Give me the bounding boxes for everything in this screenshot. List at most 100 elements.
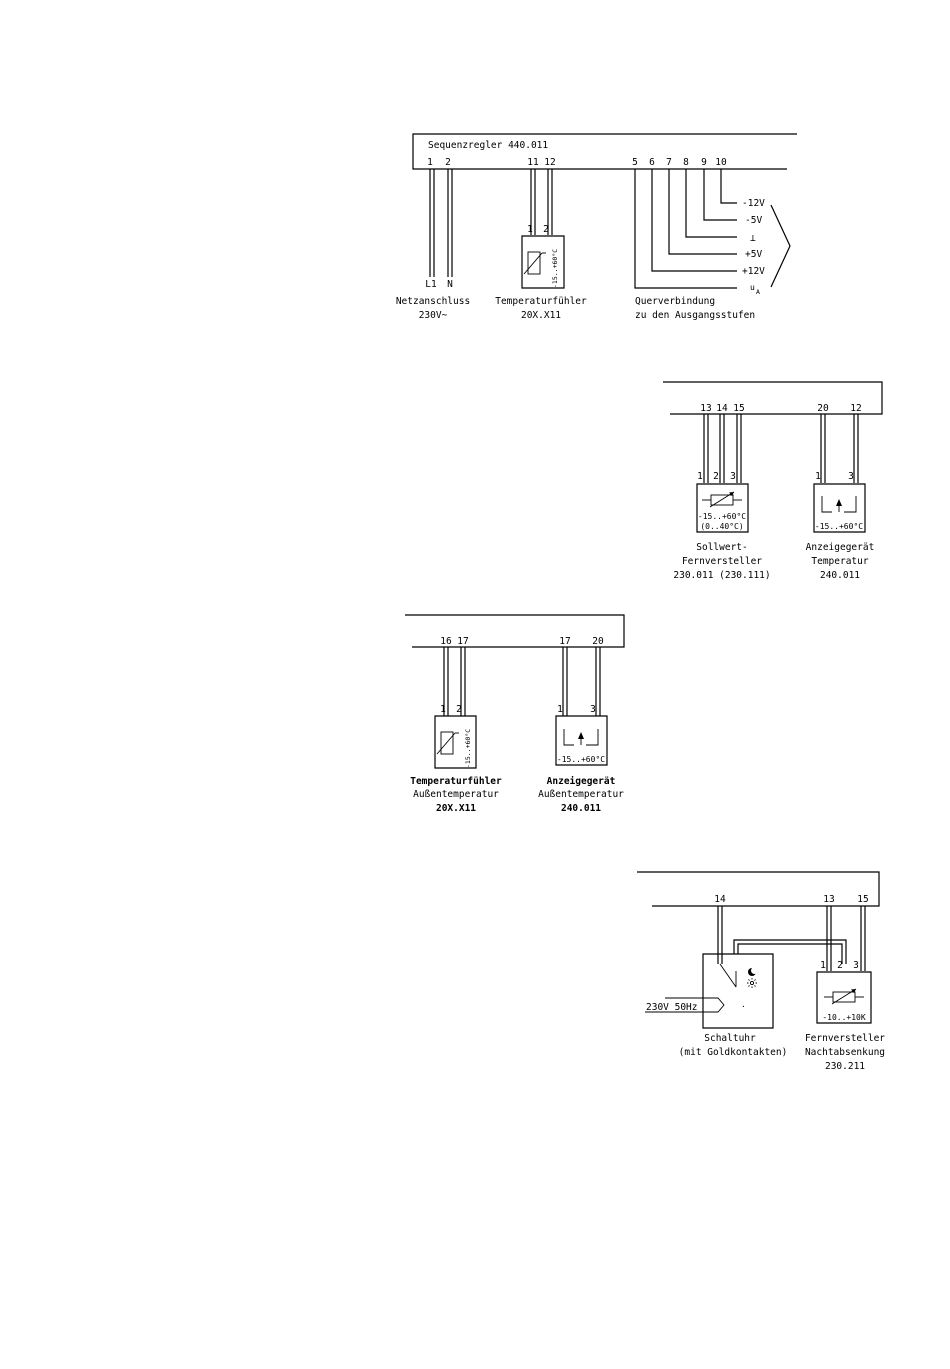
output-plus-5v: +5V [745, 249, 762, 260]
remote-box [816, 971, 872, 1024]
mains-label: Netzanschluss [396, 296, 470, 307]
terminal-15: 15 [733, 403, 744, 414]
outdoor-sensor-label-1: Temperaturfühler [410, 776, 502, 787]
terminal-7: 7 [666, 157, 672, 168]
outdoor-display-range: -15..+60°C [557, 755, 605, 764]
remote-model: 230.211 [825, 1061, 865, 1072]
outdoor-display-pin-3: 3 [590, 704, 596, 715]
outdoor-sensor-wires [443, 647, 466, 716]
sensor-range: -15..+60°C [551, 249, 559, 288]
display-pointer-icon [835, 498, 843, 513]
terminal-16: 16 [440, 636, 452, 647]
setpoint-range-2: (0..40°C) [700, 522, 743, 531]
setpoint-model: 230.011 (230.111) [673, 570, 770, 581]
timer-box [702, 953, 774, 1029]
controller-housing [412, 133, 797, 170]
diagram-sequenzregler: Sequenzregler 440.011 1 2 11 12 5 6 7 8 … [396, 133, 797, 321]
remote-range: -10..+10K [822, 1013, 866, 1022]
sensor-wires [530, 169, 553, 235]
terminal-20b: 20 [592, 636, 604, 647]
outdoor-sensor-pin-1: 1 [440, 704, 446, 715]
diagram-sollwert-anzeige: 13 14 15 20 12 1 2 3 -15..+60°C (0..40°C… [663, 381, 883, 581]
terminal-8: 8 [683, 157, 689, 168]
terminal-13b: 13 [823, 894, 834, 905]
remote-pin-3: 3 [853, 960, 859, 971]
controller-housing-2 [663, 381, 883, 415]
remote-label-2: Nachtabsenkung [805, 1047, 885, 1058]
diagram-aussentemperatur: 16 17 17 20 1 2 -15..+60°C Temperaturfüh… [405, 614, 625, 814]
l1-label: L1 [425, 279, 437, 290]
controller-title: Sequenzregler 440.011 [428, 140, 548, 151]
remote-wires [826, 906, 866, 971]
terminal-15b: 15 [857, 894, 868, 905]
controller-housing-3 [405, 614, 625, 648]
output-bus-arrow [770, 204, 791, 288]
terminal-6: 6 [649, 157, 655, 168]
sensor-pin-2: 2 [543, 224, 549, 235]
outdoor-sensor-box [434, 715, 477, 769]
terminal-9: 9 [701, 157, 707, 168]
output-ua: u [750, 283, 755, 292]
display-label-2: Temperatur [811, 556, 868, 567]
sensor-model: 20X.X11 [521, 310, 561, 321]
output-wires [634, 169, 791, 289]
outdoor-sensor-range: -15..+60°C [464, 729, 472, 768]
display-scale [821, 496, 857, 513]
outdoor-sensor-pin-2: 2 [456, 704, 462, 715]
setpoint-pin-1: 1 [697, 471, 703, 482]
setpoint-range-1: -15..+60°C [698, 512, 746, 521]
remote-pin-2: 2 [837, 960, 843, 971]
sensor-pin-1: 1 [527, 224, 533, 235]
ntc-resistor-icon [523, 251, 547, 275]
output-minus-12v: -12V [742, 198, 765, 209]
timer-wire-14 [717, 906, 723, 964]
terminal-10: 10 [715, 157, 727, 168]
remote-label-1: Fernversteller [805, 1033, 885, 1044]
outdoor-display-pointer-icon [577, 731, 585, 746]
terminal-11: 11 [527, 157, 539, 168]
display-model: 240.011 [820, 570, 860, 581]
setpoint-label-1: Sollwert- [696, 542, 747, 553]
setpoint-box [696, 483, 749, 533]
display-label-1: Anzeigegerät [806, 542, 875, 553]
outdoor-display-pin-1: 1 [557, 704, 563, 715]
outdoor-display-label-1: Anzeigegerät [547, 776, 616, 787]
terminal-5: 5 [632, 157, 638, 168]
timer-label-2: (mit Goldkontakten) [679, 1047, 788, 1058]
outdoor-sensor-label-2: Außentemperatur [413, 789, 499, 800]
sensor-label: Temperaturfühler [495, 296, 587, 307]
timer-contact [719, 963, 737, 988]
display-box [813, 483, 866, 533]
diagram-schaltuhr: 14 13 15 · 230V 50Hz Schaltuhr (mit Gold… [637, 871, 885, 1072]
setpoint-pin-3: 3 [730, 471, 736, 482]
controller-housing-4 [637, 871, 880, 907]
remote-pin-1: 1 [820, 960, 826, 971]
output-ua-subscript: A [756, 288, 760, 296]
terminal-labels: 1 2 11 12 5 6 7 8 9 10 [427, 157, 727, 168]
setpoint-wires [703, 414, 742, 483]
timer-motor-input [665, 997, 725, 1013]
terminal-17b: 17 [559, 636, 570, 647]
mains-voltage: 230V~ [419, 310, 448, 321]
output-minus-5v: -5V [745, 215, 762, 226]
terminal-14: 14 [716, 403, 728, 414]
display-range: -15..+60°C [815, 522, 863, 531]
terminal-12: 12 [544, 157, 555, 168]
timer-link-wire [733, 939, 847, 964]
terminal-13: 13 [700, 403, 711, 414]
display-pin-1: 1 [815, 471, 821, 482]
terminal-12b: 12 [850, 403, 861, 414]
moon-icon [748, 967, 758, 976]
display-pin-3: 3 [848, 471, 854, 482]
timer-contact-dot: · [741, 1002, 746, 1011]
timer-label-1: Schaltuhr [704, 1033, 756, 1044]
potentiometer-icon [701, 491, 743, 508]
output-label-1: Querverbindung [635, 296, 715, 307]
terminal-1: 1 [427, 157, 433, 168]
n-label: N [447, 279, 453, 290]
sun-icon [747, 978, 757, 988]
output-plus-12v: +12V [742, 266, 765, 277]
timer-supply: 230V 50Hz [646, 1002, 697, 1013]
terminal-20: 20 [817, 403, 829, 414]
output-ground: ⊥ [750, 233, 756, 244]
